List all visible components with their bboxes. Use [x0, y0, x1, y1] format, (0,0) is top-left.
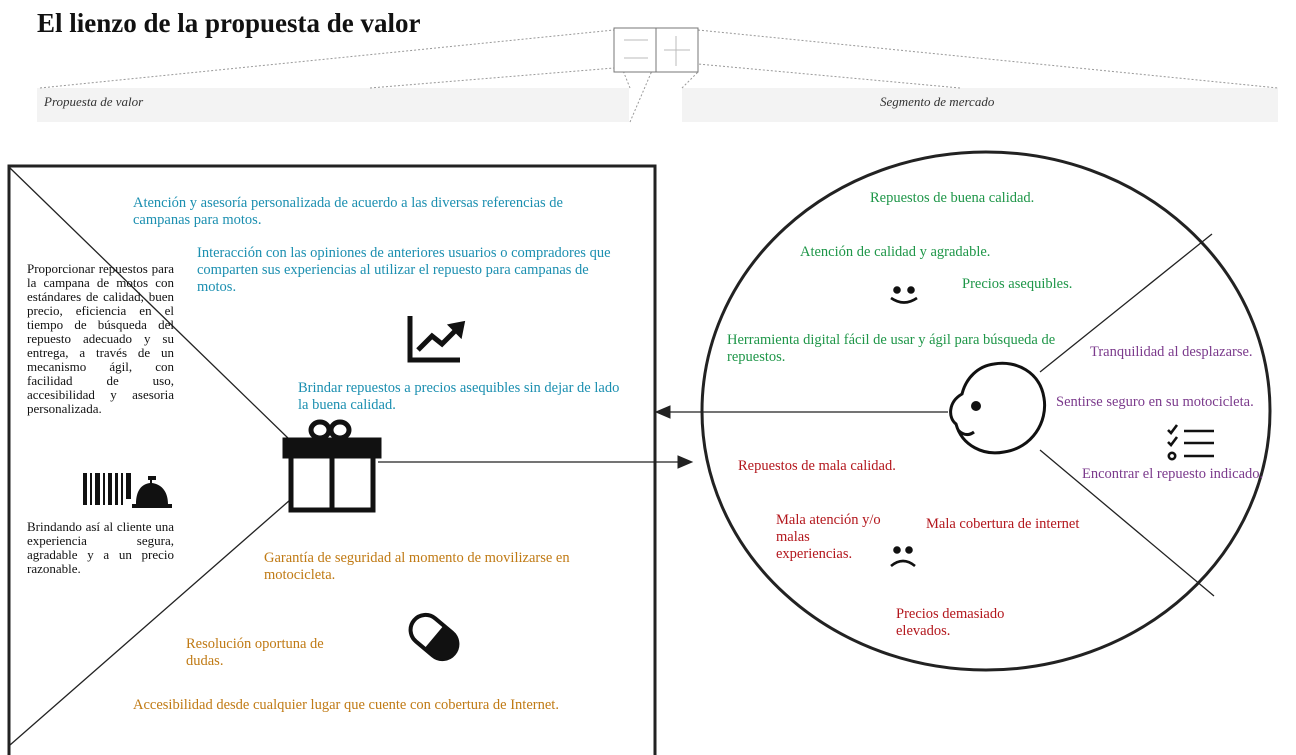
product-description-closing: Brindando así al cliente una experiencia… — [27, 519, 174, 576]
frown-icon — [890, 546, 916, 568]
smile-icon — [890, 286, 918, 304]
checklist-icon — [1167, 424, 1214, 461]
pill-icon — [408, 612, 460, 662]
pain-2: Mala atención y/o malas experiencias. — [776, 512, 881, 562]
barcode-bell-icon — [83, 473, 172, 508]
gain-4: Herramienta digital fácil de usar y ágil… — [727, 332, 1056, 365]
job-1: Tranquilidad al desplazarse. — [1090, 344, 1253, 360]
circle-divider-lower — [1039, 449, 1215, 597]
job-2: Sentirse seguro en su motocicleta. — [1056, 394, 1254, 410]
product-description: Proporcionar repuestos para la campana d… — [27, 261, 174, 416]
customer-face-icon — [949, 361, 1047, 455]
left-caption-band — [37, 88, 629, 122]
mini-canvas-icon — [613, 27, 699, 73]
gain-creator-1: Atención y asesoría personalizada de acu… — [133, 195, 563, 228]
right-caption: Segmento de mercado — [880, 94, 995, 109]
page-title: El lienzo de la propuesta de valor — [37, 8, 421, 38]
circle-divider-upper — [1039, 233, 1213, 373]
gain-creator-3: Brindar repuestos a precios asequibles s… — [298, 380, 620, 413]
pain-3: Mala cobertura de internet — [926, 516, 1080, 532]
pain-reliever-3: Accesibilidad desde cualquier lugar que … — [133, 697, 559, 713]
gain-2: Atención de calidad y agradable. — [800, 244, 991, 260]
pain-reliever-1: Garantía de seguridad al momento de movi… — [264, 550, 570, 583]
value-map-diagonal-top — [9, 167, 291, 441]
gift-icon — [282, 419, 382, 513]
gain-3: Precios asequibles. — [962, 276, 1073, 292]
pain-1: Repuestos de mala calidad. — [738, 458, 896, 474]
job-3: Encontrar el repuesto indicado. — [1082, 466, 1264, 482]
arrow-left — [654, 405, 671, 419]
pain-reliever-2: Resolución oportuna de dudas. — [186, 636, 324, 669]
right-caption-band — [682, 88, 1278, 122]
pain-4: Precios demasiado elevados. — [896, 606, 1005, 639]
value-map-diagonal-bottom — [9, 499, 291, 746]
gain-1: Repuestos de buena calidad. — [870, 190, 1035, 206]
gain-creator-2: Interacción con las opiniones de anterio… — [197, 245, 611, 295]
arrow-right — [378, 455, 694, 469]
chart-icon — [407, 316, 466, 363]
left-caption: Propuesta de valor — [44, 94, 144, 109]
